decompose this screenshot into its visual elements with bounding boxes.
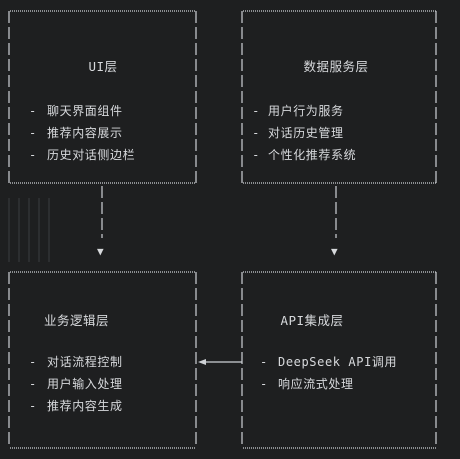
decorative-rules [8,198,50,262]
node-ui: UI层 -聊天界面组件 -推荐内容展示 -历史对话侧边栏 [9,10,197,184]
list-item: -个性化推荐系统 [252,148,357,162]
list-item: -用户行为服务 [252,104,344,118]
api-box-border [241,271,437,449]
node-title: 数据服务层 [303,59,369,74]
node-business: 业务逻辑层 -对话流程控制 -用户输入处理 -推荐内容生成 [9,272,197,446]
arrowhead-api-to-business [198,359,206,365]
list-item: -推荐内容展示 [29,126,123,140]
node-title: UI层 [88,59,118,74]
node-title: API集成层 [280,313,344,328]
list-item: -响应流式处理 [260,377,354,391]
node-items: -用户行为服务 -对话历史管理 -个性化推荐系统 [242,100,356,166]
list-item: -历史对话侧边栏 [29,148,136,162]
node-items: -对话流程控制 -用户输入处理 -推荐内容生成 [29,351,123,417]
ui-box-border [8,10,197,184]
list-item: -对话历史管理 [252,126,344,140]
list-item: -DeepSeek API调用 [260,355,398,369]
node-items: -聊天界面组件 -推荐内容展示 -历史对话侧边栏 [29,100,135,166]
list-item: -对话流程控制 [29,355,123,369]
node-api: API集成层 -DeepSeek API调用 -响应流式处理 [242,272,430,446]
list-item: -推荐内容生成 [29,399,123,413]
arrowhead-ui-to-business: ▼ [97,245,104,258]
list-item: -用户输入处理 [29,377,123,391]
node-title: 业务逻辑层 [44,313,110,328]
node-items: -DeepSeek API调用 -响应流式处理 [260,351,397,395]
data-box-border [241,10,437,184]
business-box-border [8,271,197,449]
node-data: 数据服务层 -用户行为服务 -对话历史管理 -个性化推荐系统 [242,10,430,184]
arrowhead-data-to-api: ▼ [331,245,338,258]
list-item: -聊天界面组件 [29,104,123,118]
